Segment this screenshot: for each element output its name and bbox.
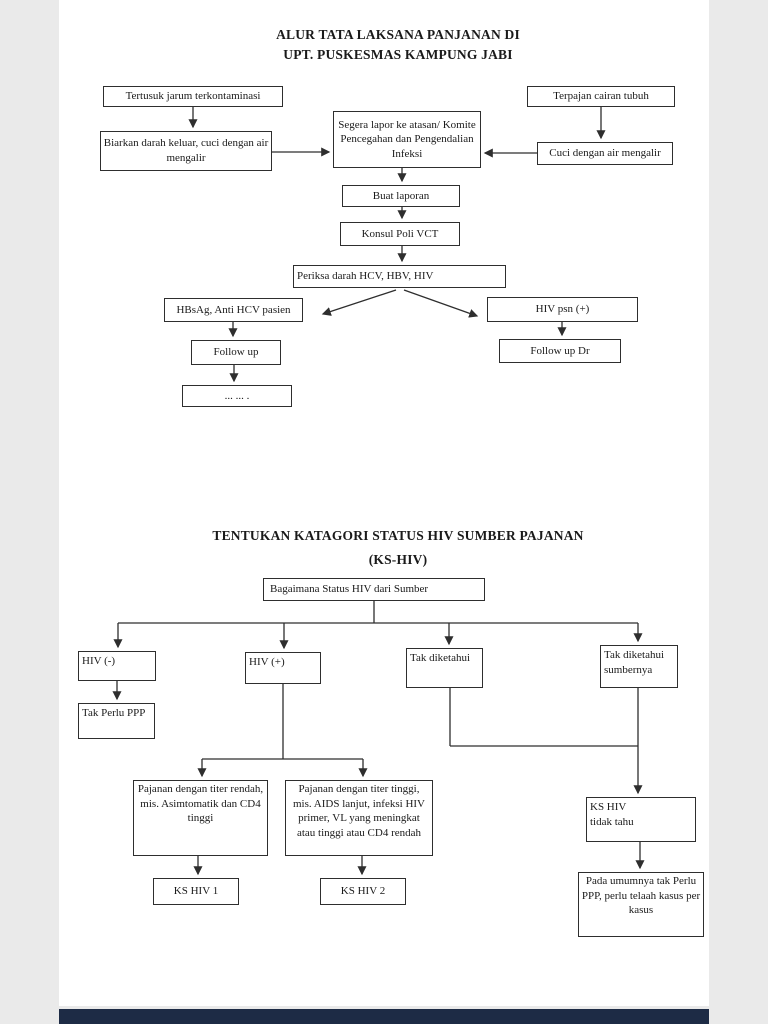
node-pajanan-titer-rendah: Pajanan dengan titer rendah, mis. Asimto… [133,780,268,856]
fc1-title-line2: UPT. PUSKESMAS KAMPUNG JABI [283,47,513,62]
node-hbsag-antihcv: HBsAg, Anti HCV pasien [164,298,303,322]
node-terpajan-cairan: Terpajan cairan tubuh [527,86,675,107]
node-hiv-psn-positif: HIV psn (+) [487,297,638,322]
node-bagaimana-status: Bagaimana Status HIV dari Sumber [263,578,485,601]
node-ks-hiv-tidak-tahu: KS HIV tidak tahu [586,797,696,842]
node-pada-umumnya: Pada umumnya tak Perlu PPP, perlu telaah… [578,872,704,937]
node-ks-hiv-1: KS HIV 1 [153,878,239,905]
node-periksa-darah: Periksa darah HCV, HBV, HIV [293,265,506,288]
node-dots: ... ... . [182,385,292,407]
node-tak-perlu-ppp: Tak Perlu PPP [78,703,155,739]
node-hiv-positif: HIV (+) [245,652,321,684]
fc2-title-line2: (KS-HIV) [368,552,428,567]
node-hiv-negatif: HIV (-) [78,651,156,681]
node-konsul-vct: Konsul Poli VCT [340,222,460,246]
node-buat-laporan: Buat laporan [342,185,460,207]
fc1-title-line1: ALUR TATA LAKSANA PANJANAN DI [276,27,520,42]
node-follow-up: Follow up [191,340,281,365]
node-ks-hiv-2: KS HIV 2 [320,878,406,905]
node-tak-diketahui: Tak diketahui [406,648,483,688]
node-pajanan-titer-tinggi: Pajanan dengan titer tinggi, mis. AIDS l… [285,780,433,856]
node-cuci-air: Cuci dengan air mengalir [537,142,673,165]
next-page-edge [59,1009,709,1024]
node-biarkan-darah: Biarkan darah keluar, cuci dengan air me… [100,131,272,171]
node-tertusuk-jarum: Tertusuk jarum terkontaminasi [103,86,283,107]
node-segera-lapor: Segera lapor ke atasan/ Komite Pencegaha… [333,111,481,168]
node-follow-up-dr: Follow up Dr [499,339,621,363]
fc2-title-line1: TENTUKAN KATAGORI STATUS HIV SUMBER PAJA… [212,528,584,543]
node-tak-diketahui-sumbernya: Tak diketahui sumbernya [600,645,678,688]
